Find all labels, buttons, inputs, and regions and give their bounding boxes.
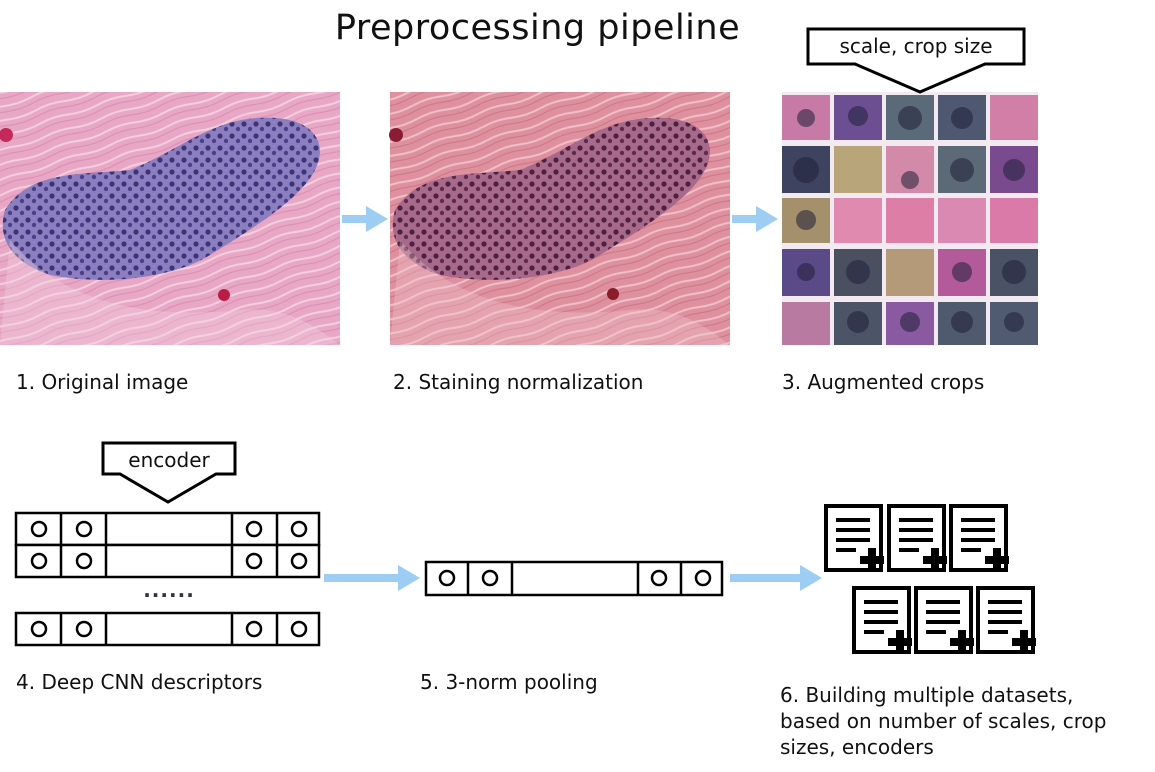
right-arrow-icon xyxy=(730,565,822,591)
encoder-label: encoder xyxy=(128,448,210,472)
step-1-caption: 1. Original image xyxy=(16,370,189,394)
document-plus-icon xyxy=(949,504,1009,572)
document-plus-icon xyxy=(824,504,884,572)
cnn-descriptor-rows xyxy=(14,511,321,647)
normalized-image xyxy=(389,92,730,345)
step-6-line-3: sizes, encoders xyxy=(780,735,934,759)
diagram-title: Preprocessing pipeline xyxy=(334,8,741,48)
step-6-caption: 6. Building multiple datasets, based on … xyxy=(780,682,1150,760)
step-3-caption: 3. Augmented crops xyxy=(782,370,985,394)
step-2-caption: 2. Staining normalization xyxy=(393,370,644,394)
step-5-caption: 5. 3-norm pooling xyxy=(420,670,598,694)
descriptor-cells xyxy=(30,520,308,638)
scale-crop-callout xyxy=(806,27,1026,94)
scale-crop-label: scale, crop size xyxy=(839,34,993,58)
document-plus-icon xyxy=(976,586,1036,654)
step-4-caption: 4. Deep CNN descriptors xyxy=(16,670,263,694)
step-6-line-1: 6. Building multiple datasets, xyxy=(780,683,1074,707)
document-plus-icon xyxy=(914,586,974,654)
right-arrow-icon xyxy=(342,206,388,232)
pooled-vector xyxy=(424,560,724,597)
right-arrow-icon xyxy=(732,206,778,232)
document-plus-icon xyxy=(852,586,912,654)
encoder-callout xyxy=(101,441,237,504)
augmented-crops-grid xyxy=(782,92,1038,345)
right-arrow-icon xyxy=(324,565,420,591)
dataset-icons xyxy=(824,504,1036,654)
original-image xyxy=(0,92,340,345)
rows-ellipsis: ...... xyxy=(143,578,195,602)
document-plus-icon xyxy=(887,504,947,572)
step-6-line-2: based on number of scales, crop xyxy=(780,709,1107,733)
